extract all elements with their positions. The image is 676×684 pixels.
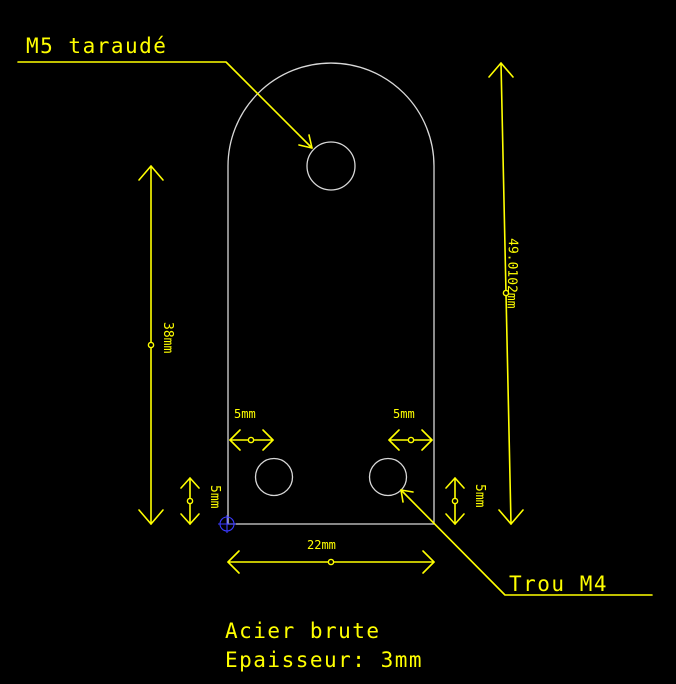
m5-tapped-hole	[306, 141, 356, 191]
dim-height-to-hole	[138, 165, 164, 525]
dim-total-width	[227, 550, 435, 574]
note-material: Acier brute	[225, 619, 381, 643]
label-trou-m4: Trou M4	[509, 572, 608, 596]
label-m5-taraude: M5 taraudé	[26, 34, 167, 58]
dim-text-hole-bottom-right: 5mm	[472, 484, 487, 508]
dim-text-total-width: 22mm	[307, 538, 336, 552]
dim-text-hole-right-offset: 5mm	[393, 407, 415, 421]
dim-text-total-height: 49.0102mm	[504, 238, 520, 309]
dim-text-hole-left-offset: 5mm	[234, 407, 256, 421]
dim-text-hole-bottom-left: 5mm	[207, 485, 222, 509]
m4-hole-left	[254, 457, 294, 497]
leader-trou-m4	[400, 489, 653, 596]
dim-hole-bottom-right	[445, 477, 465, 525]
m4-hole-right	[368, 457, 408, 497]
part-outline	[227, 62, 435, 525]
dim-hole-right-offset	[388, 429, 433, 451]
dim-hole-left-offset	[229, 429, 274, 451]
dim-hole-bottom-left	[180, 477, 200, 525]
dim-total-height	[488, 62, 524, 525]
part-profile	[227, 62, 435, 525]
leader-m5-taraude	[17, 61, 313, 149]
note-thickness: Epaisseur: 3mm	[225, 648, 423, 672]
dim-text-height-to-hole: 38mm	[160, 322, 175, 353]
origin-marker	[218, 515, 236, 533]
